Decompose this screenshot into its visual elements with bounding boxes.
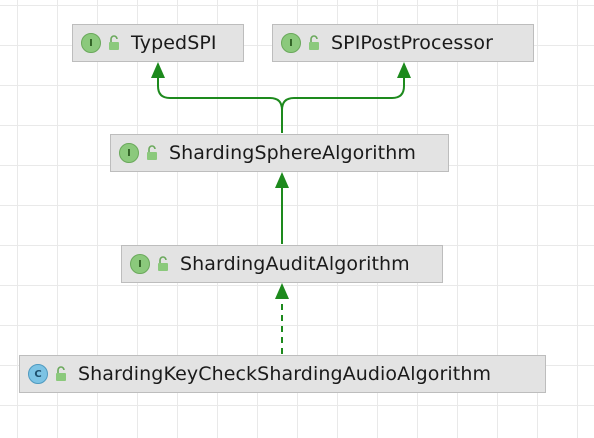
public-unlocked-icon [158, 256, 168, 271]
node-label: SPIPostProcessor [331, 32, 493, 54]
public-unlocked-icon [109, 35, 119, 50]
interface-badge-icon: I [81, 33, 101, 53]
node-shardingauditalgorithm[interactable]: I ShardingAuditAlgorithm [121, 245, 443, 283]
interface-badge-icon: I [119, 143, 139, 163]
edge-shardingspherealgorithm-to-spipostprocessor [281, 62, 411, 133]
public-unlocked-icon [56, 366, 66, 381]
node-label: TypedSPI [131, 32, 217, 54]
node-typedspi[interactable]: I TypedSPI [72, 24, 244, 62]
node-label: ShardingKeyCheckShardingAudioAlgorithm [78, 363, 492, 385]
public-unlocked-icon [309, 35, 319, 50]
node-spipostprocessor[interactable]: I SPIPostProcessor [272, 24, 534, 62]
interface-badge-icon: I [281, 33, 301, 53]
interface-badge-icon: I [130, 254, 150, 274]
node-label: ShardingSphereAlgorithm [169, 142, 416, 164]
node-shardingspherealgorithm[interactable]: I ShardingSphereAlgorithm [110, 134, 449, 172]
public-unlocked-icon [147, 145, 157, 160]
node-shardingkeycheckshardingaudioalgorithm[interactable]: C ShardingKeyCheckShardingAudioAlgorithm [19, 355, 546, 393]
edge-shardingspherealgorithm-to-typedspi [151, 62, 283, 133]
node-label: ShardingAuditAlgorithm [180, 253, 410, 275]
class-badge-icon: C [28, 364, 48, 384]
